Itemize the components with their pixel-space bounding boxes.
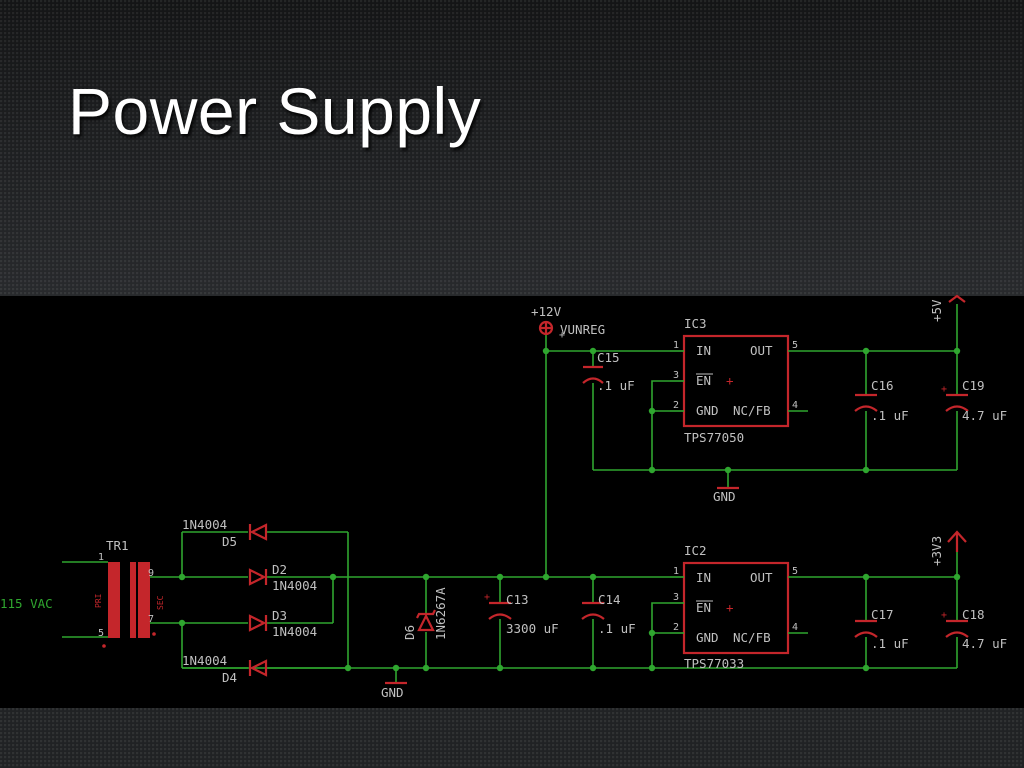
supply-label: +12V [531,304,562,319]
rail-3v3-symbol: +3V3 [929,530,967,566]
c16-value: .1 uF [871,408,909,423]
svg-text:+: + [484,592,490,603]
capacitor-c15: C15 .1 uF [582,350,635,393]
supply-12v-symbol: + +12V VUNREG [531,304,605,341]
ic3-pin-num-2: 2 [673,400,679,411]
c18-ref: C18 [962,607,985,622]
supply-net-label: VUNREG [560,322,605,337]
ic3-pin-num-5: 5 [792,340,798,351]
ic3-pin-out: OUT [750,343,773,358]
ic2-pin-num-1: 1 [673,566,679,577]
c14-ref: C14 [598,592,621,607]
rail-5v-symbol: +5V [929,294,966,322]
tr1-pin-9: 9 [148,568,154,579]
tr1-sec-label: SEC [156,595,165,610]
ic2-regulator: IC2 TPS77033 IN OUT EN + GND NC/FB 1 3 2… [670,543,808,671]
capacitor-c18: + C18 4.7 uF [941,607,1007,651]
ic3-pin-in: IN [696,343,711,358]
svg-text:+: + [941,384,947,395]
ic2-pin-en: EN [696,600,711,615]
ic3-regulator: IC3 TPS77050 IN OUT EN + GND NC/FB 1 3 2… [670,316,808,445]
ic2-ref: IC2 [684,543,707,558]
d2-ref: D2 [272,562,287,577]
svg-text:+: + [726,600,734,615]
c19-ref: C19 [962,378,985,393]
ic2-pin-in: IN [696,570,711,585]
d5-value: 1N4004 [182,517,227,532]
input-voltage-label: 115 VAC [0,596,53,611]
ic2-pin-num-4: 4 [792,622,798,633]
svg-text:+: + [941,610,947,621]
d6-ref: D6 [402,625,417,640]
diode-d6-tvs: D6 1N6267A [402,587,448,640]
gnd-label-top: GND [713,489,736,504]
d6-value: 1N6267A [433,587,448,640]
ic3-pin-num-4: 4 [792,400,798,411]
c17-ref: C17 [871,607,894,622]
d5-ref: D5 [222,534,237,549]
ic2-pin-num-5: 5 [792,566,798,577]
rail-3v3-label: +3V3 [929,536,944,566]
svg-text:+: + [559,330,565,341]
rail-5v-label: +5V [929,299,944,322]
tr1-pin-5: 5 [98,628,104,639]
ic3-pin-en: EN [696,373,711,388]
c16-ref: C16 [871,378,894,393]
gnd-label-bottom: GND [381,685,404,700]
ic2-pin-num-3: 3 [673,592,679,603]
d3-ref: D3 [272,608,287,623]
capacitor-c16: C16 .1 uF [854,378,909,423]
ic3-part: TPS77050 [684,430,744,445]
ic3-pin-ncfb: NC/FB [733,403,771,418]
c18-value: 4.7 uF [962,636,1007,651]
ic3-pin-gnd: GND [696,403,719,418]
ground-symbol-top: GND [713,486,739,504]
tr1-ref: TR1 [106,538,129,553]
c13-value: 3300 uF [506,621,559,636]
d3-value: 1N4004 [272,624,317,639]
transformer-tr1: TR1 1 5 9 7 PRI SEC [94,538,165,648]
capacitor-c19: + C19 4.7 uF [941,378,1007,423]
svg-text:+: + [726,373,734,388]
ic3-pin-num-1: 1 [673,340,679,351]
tr1-pin-7: 7 [148,614,154,625]
ic2-part: TPS77033 [684,656,744,671]
ic2-pin-gnd: GND [696,630,719,645]
c14-value: .1 uF [598,621,636,636]
capacitor-c14: C14 .1 uF [581,592,636,636]
tr1-pri-label: PRI [94,593,103,608]
tr1-pin-1: 1 [98,552,104,563]
d4-value: 1N4004 [182,653,227,668]
d4-ref: D4 [222,670,237,685]
diode-d4: 1N4004 D4 [182,653,268,685]
c19-value: 4.7 uF [962,408,1007,423]
ic3-ref: IC3 [684,316,707,331]
ic2-pin-out: OUT [750,570,773,585]
ground-symbol-bottom: GND [381,681,407,700]
c17-value: .1 uF [871,636,909,651]
ic3-pin-num-3: 3 [673,370,679,381]
ic2-pin-num-2: 2 [673,622,679,633]
c13-ref: C13 [506,592,529,607]
bottom-band [0,708,1024,768]
c15-value: .1 uF [597,378,635,393]
ic2-pin-ncfb: NC/FB [733,630,771,645]
diode-d5: 1N4004 D5 [182,517,268,549]
schematic-panel [0,296,1024,708]
diode-d3: D3 1N4004 [248,608,317,639]
capacitor-c13: + C13 3300 uF [484,592,559,636]
junction-dots [178,347,961,672]
capacitor-c17: C17 .1 uF [854,607,909,651]
c15-ref: C15 [597,350,620,365]
d2-value: 1N4004 [272,578,317,593]
slide-title: Power Supply [68,74,482,148]
diode-d2: D2 1N4004 [248,562,317,593]
